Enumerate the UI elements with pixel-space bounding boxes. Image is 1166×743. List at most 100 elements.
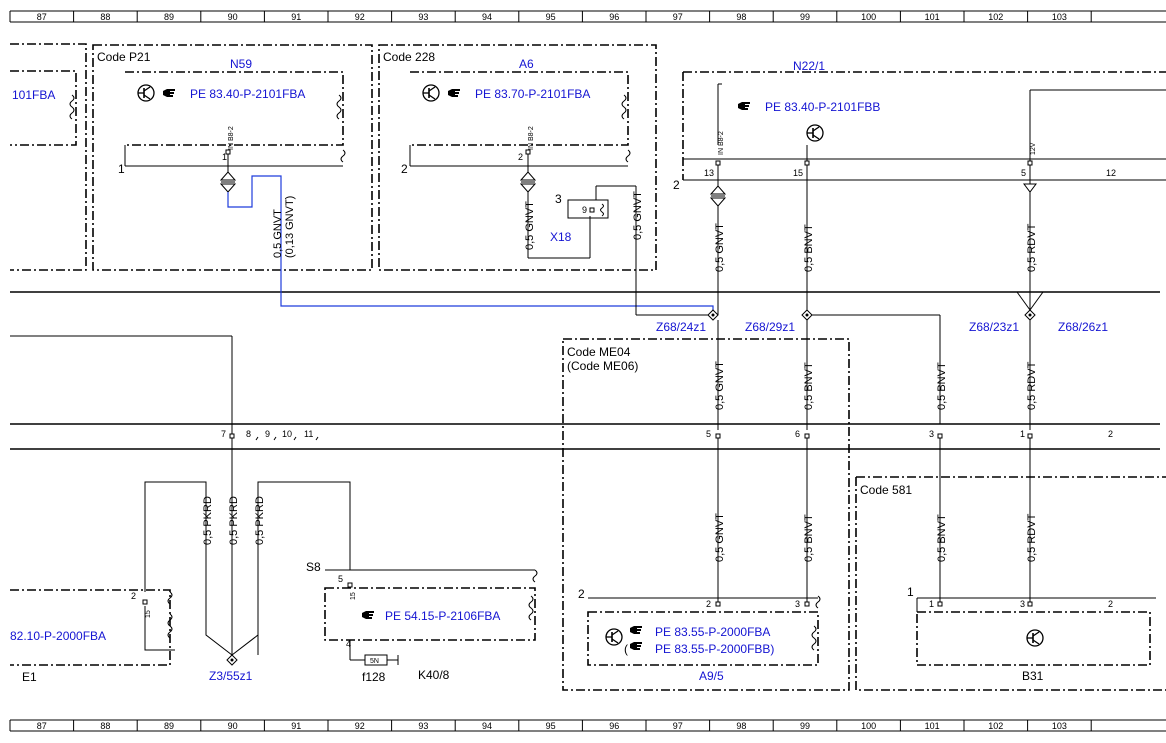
a95-reference-2[interactable]: PE 83.55-P-2000FBB) [655,642,774,656]
ruler-column-99: 99 [800,12,810,22]
f128-label: f128 [362,670,386,684]
n22-wire-bnvt: 0,5 BNVT [803,224,815,272]
ruler-column-90: 90 [228,721,238,731]
code-me04-label: Code ME04 [567,345,631,359]
ruler-column-87: 87 [37,12,47,22]
n22-plug-15 [804,160,810,166]
e1-plug-pin [142,599,148,605]
wire-pkrd-2: 0,5 PKRD [228,496,240,545]
b31-plug-1 [937,601,943,607]
n59-reference[interactable]: PE 83.40-P-2101FBA [190,87,305,101]
ruler-column-93: 93 [418,721,428,731]
z68-24z1-label: Z68/24z1 [656,320,706,334]
ruler-column-89: 89 [164,12,174,22]
wire-gnvt-2: 0,5 GNVT [714,361,726,410]
n59-pin-number: 1 [222,152,227,162]
conn-pin-7: 7 [221,429,226,439]
n22-transistor-icon [806,124,824,142]
ruler-column-95: 95 [546,721,556,731]
ruler-column-88: 88 [100,721,110,731]
wire-gnvt-3: 0,5 GNVT [714,513,726,562]
n59-plug-pin [225,149,231,155]
b31-outer-pin: 1 [907,585,914,599]
conn-pin-9: 9 [265,429,270,439]
s8-hand-icon [362,611,374,619]
n59-pin-label: IN B8-2 [228,126,235,150]
a6-outer-pin: 2 [401,162,408,176]
s8-reference[interactable]: PE 54.15-P-2106FBA [385,609,500,623]
a6-hand-icon [448,89,460,97]
a6-plug-pin [525,149,531,155]
n22-pin-label-5: 12V [1030,142,1037,155]
ruler-column-99: 99 [800,721,810,731]
wire-bnvt-4: 0,5 BNVT [803,514,815,562]
n22-pin-12: 12 [1106,168,1116,178]
a95-hand-icon-1 [630,626,642,634]
e1-reference[interactable]: 82.10-P-2000FBA [10,629,106,643]
n22-reference[interactable]: PE 83.40-P-2101FBB [765,100,880,114]
n22-plug-5 [1027,160,1033,166]
conn-pin-3: 3 [929,429,934,439]
b31-pin-2: 2 [1108,599,1113,609]
ruler-column-96: 96 [609,12,619,22]
k40-8-label: K40/8 [418,668,450,682]
s8-plug-pin [347,582,353,588]
conn-pin-2: 2 [1108,429,1113,439]
code-p21-label: Code P21 [97,50,151,64]
splice-z68-24z1 [707,309,719,321]
z68-23z1-label: Z68/23z1 [969,320,1019,334]
n22-outer-pin: 2 [673,178,680,192]
a95-paren: ( [624,642,628,656]
conn-pin-8: 8 [246,429,251,439]
ruler-column-87: 87 [37,721,47,731]
ruler-column-92: 92 [355,721,365,731]
a95-label: A9/5 [699,669,724,683]
connector-row [229,433,1033,441]
splice-z68-23z1 [1024,309,1036,321]
left-reference[interactable]: 101FBA [12,88,55,102]
wire-bnvt-2: 0,5 BNVT [803,362,815,410]
n22-hand-icon [738,102,750,110]
s8-pin-5: 5 [338,574,343,584]
a95-hand-icon-2 [630,642,642,650]
n22-1-label: N22/1 [793,59,825,73]
ruler-column-103: 103 [1052,721,1067,731]
e1-pin-2: 2 [131,591,136,601]
conn-pin-10: 10 [282,429,292,439]
a6-reference[interactable]: PE 83.70-P-2101FBA [475,87,590,101]
ruler-column-93: 93 [418,12,428,22]
conn-pin-1: 1 [1020,429,1025,439]
x18-pin-9: 9 [582,205,587,215]
ruler-column-100: 100 [861,12,876,22]
z68-26z1-label: Z68/26z1 [1058,320,1108,334]
a6-wire-label-right: 0,5 GNVT [632,191,644,240]
wire-pkrd-1: 0,5 PKRD [202,496,214,545]
a95-plug-2 [715,601,721,607]
n59-hand-icon [163,89,175,97]
ruler-column-95: 95 [546,12,556,22]
ruler-column-91: 91 [291,721,301,731]
ruler-column-90: 90 [228,12,238,22]
a95-pin-2: 2 [706,599,711,609]
a6-pin-number: 2 [518,152,523,162]
n22-wire-gnvt: 0,5 GNVT [714,223,726,272]
a95-reference-1[interactable]: PE 83.55-P-2000FBA [655,625,770,639]
code-581-label: Code 581 [860,483,912,497]
ruler-column-92: 92 [355,12,365,22]
z3-55z1-label: Z3/55z1 [209,669,253,683]
ruler-column-103: 103 [1052,12,1067,22]
ruler-column-101: 101 [925,12,940,22]
n22-pin-13: 13 [704,168,714,178]
x18-label: X18 [550,230,572,244]
ruler-column-98: 98 [736,12,746,22]
splice-z68-29z1 [801,309,813,321]
ruler-column-100: 100 [861,721,876,731]
a6-pin-label: IN B8-2 [528,126,535,150]
ruler-column-89: 89 [164,721,174,731]
ruler-column-97: 97 [673,721,683,731]
ruler-column-94: 94 [482,721,492,731]
splice-z3-55z1 [226,654,238,666]
